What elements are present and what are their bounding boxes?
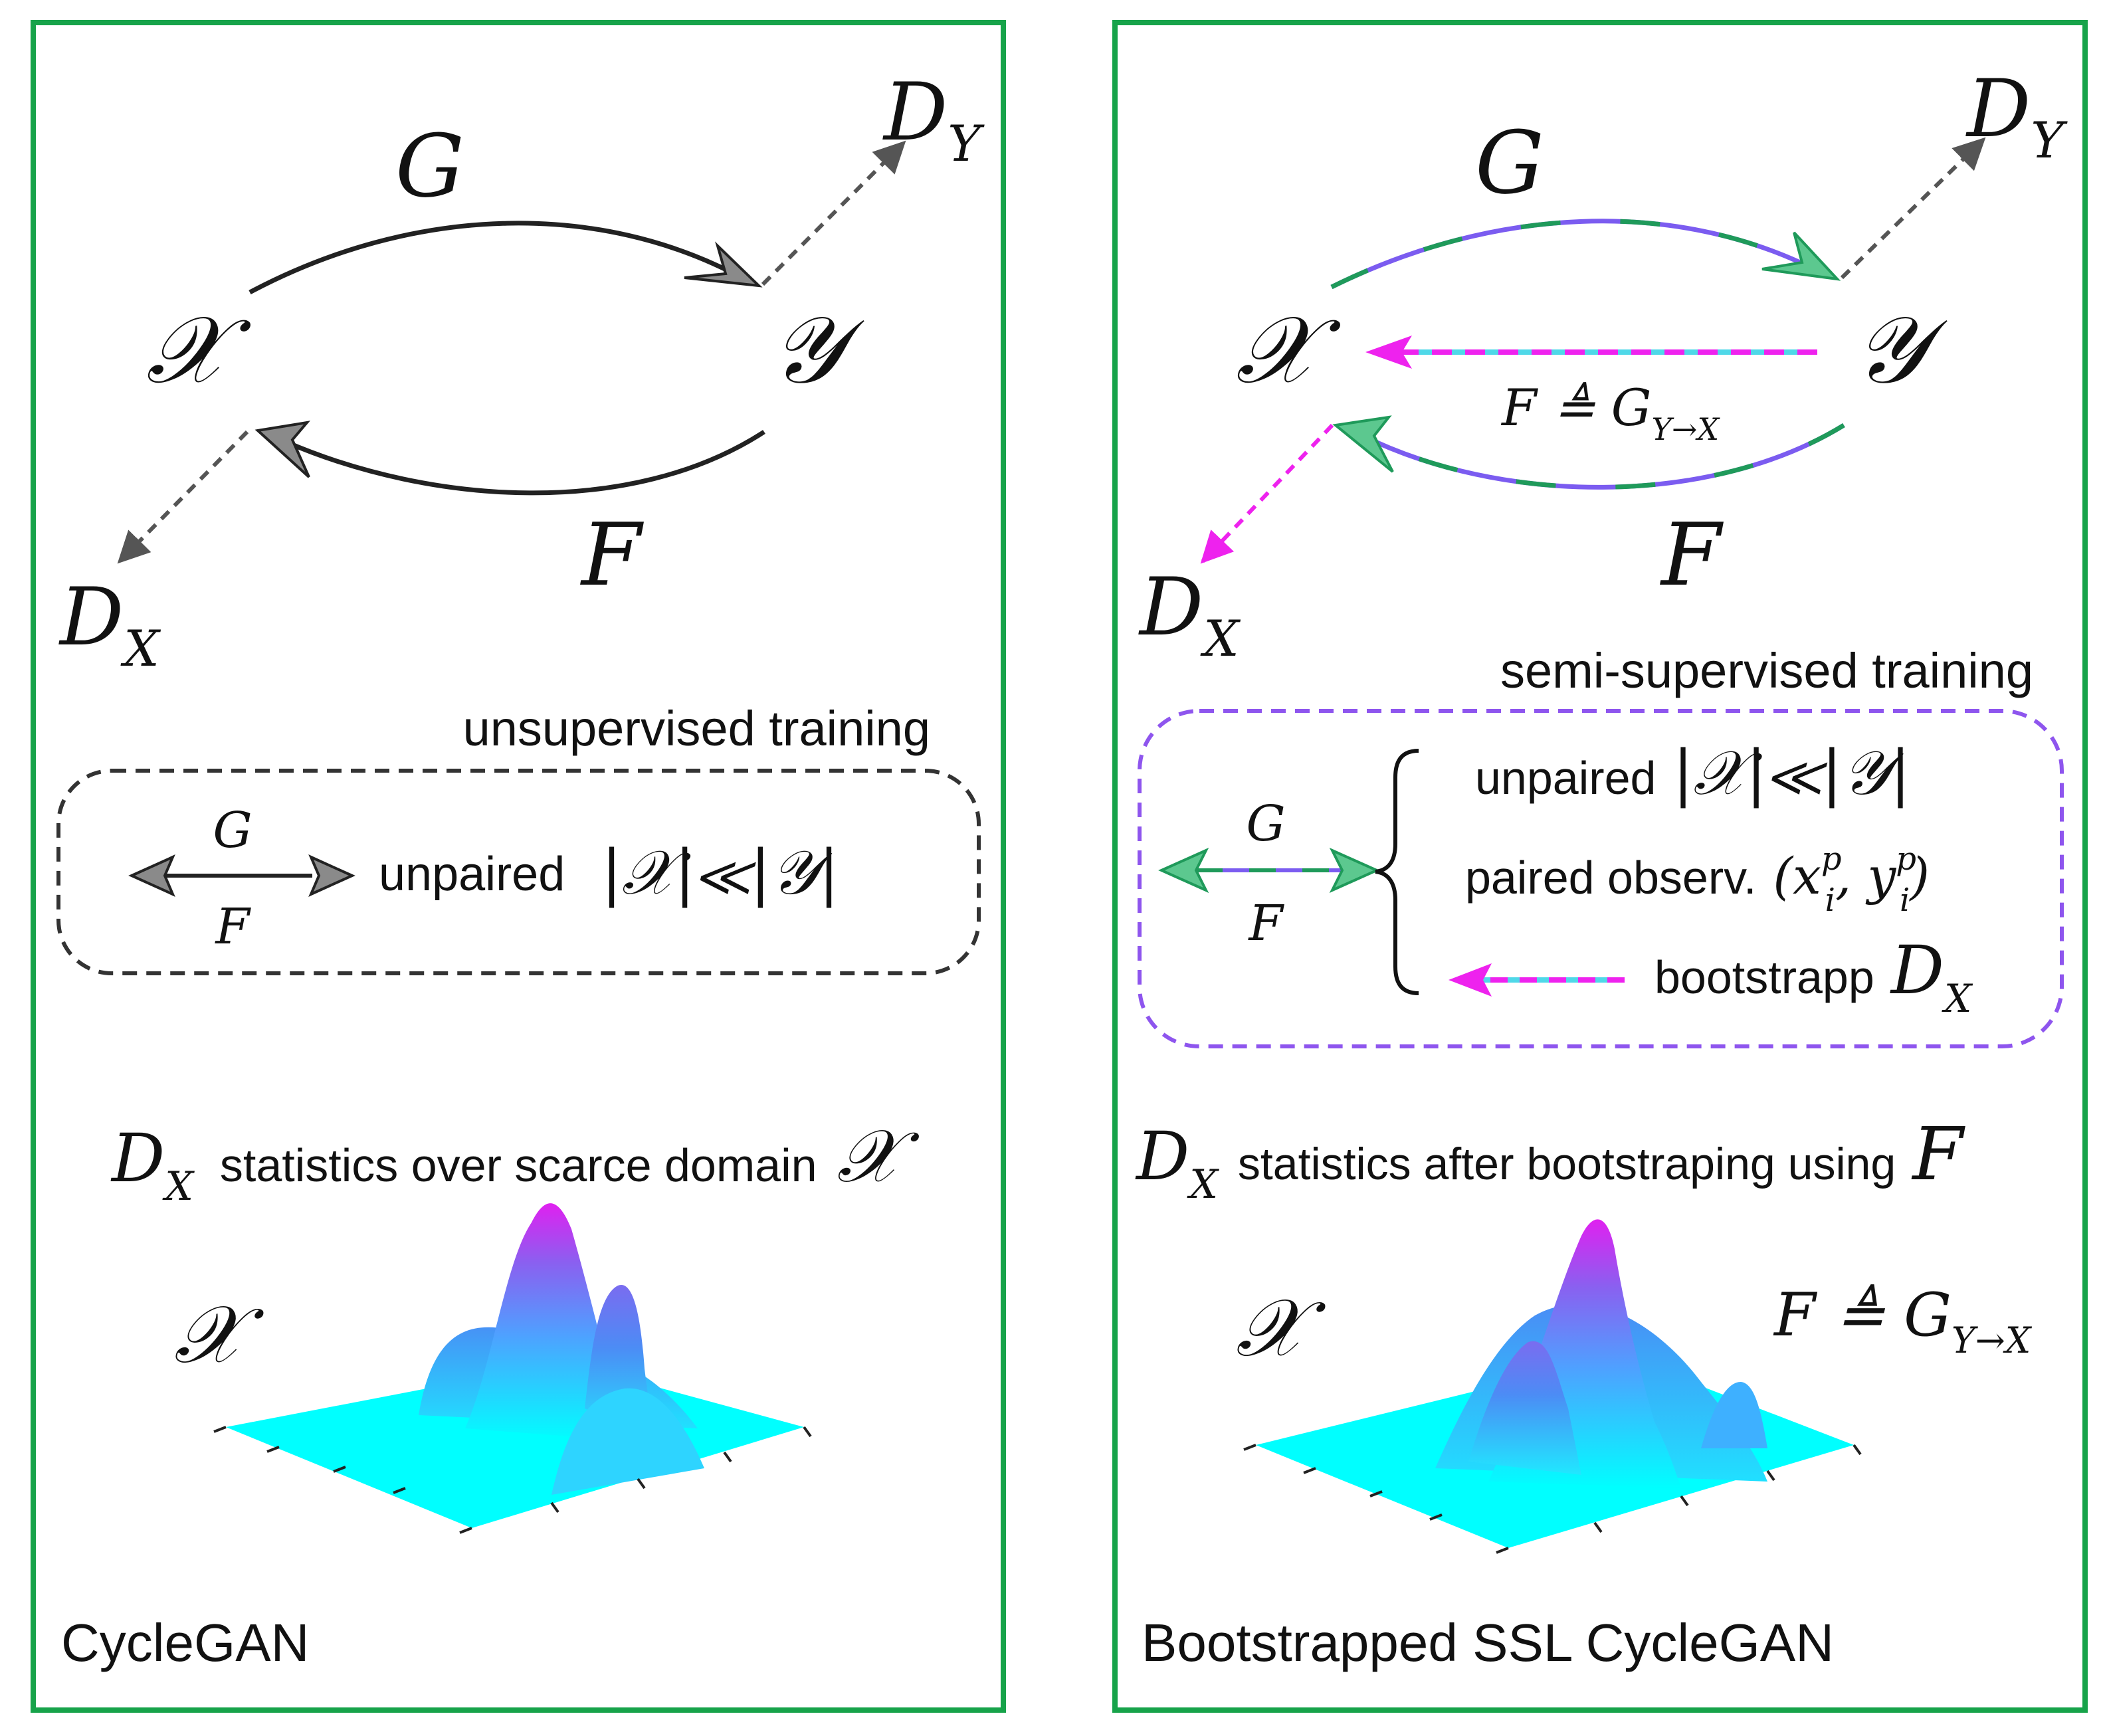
right-dy-label: DY [1965,63,2068,169]
left-dy-dashed-arrow [761,140,906,286]
right-y-domain: 𝒴 [1854,296,1948,405]
right-training-box [1138,709,2064,1048]
right-training-label: semi-supervised training [1500,643,2033,698]
left-panel: G F 𝒳 𝒴 DY DX unsupervised training G F … [31,20,1006,1713]
right-panel: G F 𝒳 𝒴 F ≜ GY→X DY DX semi-supervised t… [1112,20,2088,1713]
left-box-g-label: G [213,802,252,859]
left-g-arrow [249,221,746,295]
right-dy-dashed-arrow [1840,137,1986,280]
left-g-arrowhead [684,241,763,288]
left-box-f-label: F [214,898,251,955]
right-surface-plot [1243,1219,1862,1554]
right-surface-x-label: 𝒳 [1236,1282,1326,1375]
right-surface-peak-left [1468,1341,1581,1475]
right-f-label: F [1660,504,1724,605]
left-box-arrowhead-right [308,854,355,897]
right-x-domain: 𝒳 [1236,296,1341,405]
left-training-box [56,769,981,975]
right-surface-bump-right [1701,1382,1767,1448]
right-g-label: G [1475,112,1544,213]
right-box-arrowhead-right [1329,847,1380,894]
left-g-label: G [395,116,464,217]
left-surface-plot [213,1203,812,1534]
left-dy-label: DY [882,66,985,173]
left-dx-dashed-arrow [117,430,249,564]
left-y-domain: 𝒴 [771,296,864,405]
left-box-arrowhead-left [128,854,175,897]
left-box-cardinality: |𝒳|≪|𝒴| [601,837,839,908]
right-stats-sub: X [1187,1161,1219,1208]
right-f-arrow-green-dash [1374,423,1845,490]
left-box-unpaired-text: unpaired [379,848,565,901]
right-box-brace [1375,749,1419,995]
left-stats-sub: X [162,1163,195,1210]
left-stats-text: statistics over scarce domain [220,1139,817,1191]
right-g-arrow-green-dash [1330,219,1815,290]
right-stats-symbol: F [1911,1111,1965,1197]
right-f-arrowhead [1332,415,1394,473]
right-surface-ticks [1243,1444,1862,1554]
right-dx-label: DX [1138,561,1241,668]
right-box-line1: unpaired|𝒳|≪|𝒴| [1475,737,1911,809]
left-surface-bump-front [551,1388,704,1495]
right-box-g-label: G [1246,795,1285,852]
left-surface-ticks [213,1426,812,1534]
left-f-arrowhead [254,421,311,478]
left-dx-label: DX [58,571,161,678]
left-x-domain: 𝒳 [146,296,251,405]
right-box-arrowhead-left [1158,847,1209,894]
right-surface-formula: F ≜ GY→X [1773,1280,2033,1361]
left-panel-frame [31,20,1006,1713]
left-surface-x-label: 𝒳 [174,1289,264,1381]
right-stats-text: statistics after bootstraping using [1238,1139,1896,1189]
left-training-label: unsupervised training [463,701,930,756]
left-stats-symbol: 𝒳 [837,1113,920,1199]
right-f-equiv-arrowhead [1365,336,1412,369]
right-g-arrowhead [1761,231,1841,281]
left-caption: CycleGAN [61,1613,309,1672]
right-mid-label: F ≜ GY→X [1500,378,1720,447]
right-caption: Bootstrapped SSL CycleGAN [1142,1613,1834,1672]
left-f-label: F [580,504,645,605]
right-dx-dashed-arrow [1200,423,1334,564]
left-stats-d: D [110,1119,165,1197]
right-box-f-label: F [1247,895,1284,952]
right-stats-d: D [1135,1117,1189,1195]
left-f-arrow [284,430,765,496]
right-box-bootstrap-arrowhead [1449,963,1492,997]
right-panel-frame [1112,20,2088,1713]
right-g-arrow [1330,219,1815,290]
